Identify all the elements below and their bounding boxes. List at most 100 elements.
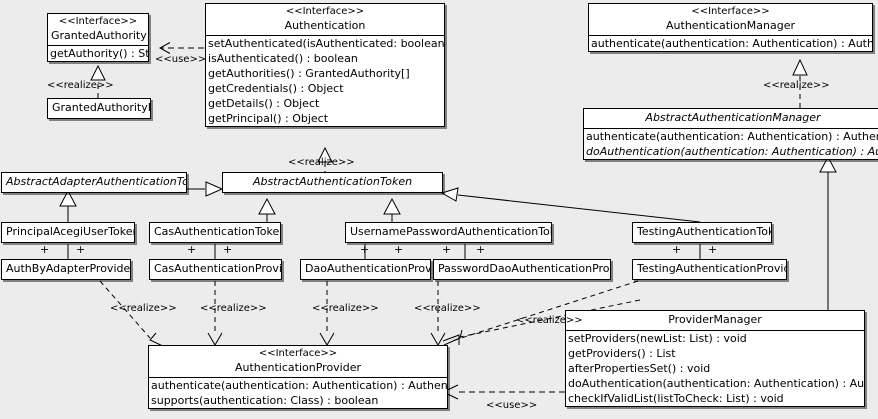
- class-name-label: DaoAuthenticationProvider: [305, 262, 431, 275]
- class-name-label: Authentication: [284, 18, 366, 32]
- operation-item: getCredentials() : Object: [208, 82, 344, 96]
- edge-generalization-providermanager-abstractmanager: [819, 155, 837, 310]
- association-marker-plus: +: [476, 243, 486, 256]
- edge-label-realize-passworddao: <<realize>>: [414, 303, 481, 314]
- compartment-separator: [206, 35, 444, 37]
- compartment-separator: [584, 127, 878, 129]
- class-principal-acegi-user-token[interactable]: PrincipalAcegiUserToken: [1, 222, 135, 243]
- class-name-label: AuthByAdapterProvider: [6, 262, 131, 275]
- class-header: CasAuthenticationToken: [150, 223, 280, 242]
- class-granted-authority-impl[interactable]: GrantedAuthorityImpl: [47, 98, 151, 119]
- class-header: TestingAuthenticationProvider: [633, 260, 786, 279]
- association-marker-plus: +: [187, 243, 197, 256]
- class-header: PasswordDaoAuthenticationProvider: [434, 260, 610, 279]
- association-marker-plus: +: [76, 243, 86, 256]
- class-abstract-adapter-authentication-token[interactable]: AbstractAdapterAuthenticationToken: [1, 172, 187, 193]
- class-name-label: AbstractAuthenticationManager: [645, 111, 821, 124]
- class-header: <<Interface>> GrantedAuthority: [48, 14, 148, 45]
- operation-item: authenticate(authentication: Authenticat…: [591, 37, 872, 51]
- association-marker-plus: +: [442, 243, 452, 256]
- class-name-label: AbstractAdapterAuthenticationToken: [6, 175, 186, 188]
- edge-generalization-usernametoken-abstracttoken: [383, 197, 401, 222]
- association-marker-plus: +: [394, 243, 404, 256]
- class-authentication-manager[interactable]: <<Interface>> AuthenticationManager auth…: [588, 3, 873, 53]
- class-name-label: GrantedAuthority: [51, 28, 147, 42]
- association-marker-plus: +: [40, 243, 50, 256]
- association-marker-plus: +: [360, 243, 370, 256]
- class-name-label: PrincipalAcegiUserToken: [6, 225, 135, 238]
- class-testing-authentication-token[interactable]: TestingAuthenticationToken: [632, 222, 772, 243]
- class-name-label: AbstractAuthenticationToken: [252, 175, 413, 188]
- class-header: CasAuthenticationProvider: [150, 260, 281, 279]
- operation-item: getDetails() : Object: [208, 97, 320, 111]
- operation-item: getAuthorities() : GrantedAuthority[]: [208, 67, 410, 81]
- edge-label-realize-dao: <<realize>>: [312, 303, 379, 314]
- class-header: AbstractAuthenticationToken: [223, 173, 442, 192]
- class-name-label: AuthenticationProvider: [234, 360, 362, 374]
- class-header: DaoAuthenticationProvider: [301, 260, 430, 279]
- class-name-label: ProviderManager: [668, 313, 762, 326]
- edge-use-providermanager-authprovider: [442, 384, 565, 400]
- edge-label-realize-grantedauthorityimpl: <<realize>>: [47, 80, 114, 91]
- compartment-separator: [566, 329, 864, 331]
- class-cas-authentication-provider[interactable]: CasAuthenticationProvider: [149, 259, 282, 280]
- operations-compartment: getAuthority() : String: [48, 46, 148, 61]
- edge-label-use-providermanager-authprovider: <<use>>: [486, 400, 538, 411]
- class-header: AuthByAdapterProvider: [2, 260, 130, 279]
- edge-generalization-testingtoken-abstracttoken: [440, 187, 701, 223]
- class-header: PrincipalAcegiUserToken: [2, 223, 134, 242]
- compartment-separator: [48, 45, 148, 47]
- class-name-label: CasAuthenticationProvider: [154, 262, 282, 275]
- edge-label-use-authentication-grantedauthority: <<use>>: [155, 54, 207, 65]
- class-header: GrantedAuthorityImpl: [48, 99, 150, 118]
- class-username-password-authentication-token[interactable]: UsernamePasswordAuthenticationToken: [345, 222, 552, 243]
- edge-label-realize-authbyadapter: <<realize>>: [110, 303, 177, 314]
- operations-compartment: authenticate(authentication: Authenticat…: [584, 129, 878, 159]
- class-name-label: GrantedAuthorityImpl: [52, 101, 151, 114]
- class-header: <<Interface>> AuthenticationManager: [589, 4, 872, 35]
- association-marker-plus: +: [223, 243, 233, 256]
- operation-item: getPrincipal() : Object: [208, 112, 329, 126]
- class-cas-authentication-token[interactable]: CasAuthenticationToken: [149, 222, 281, 243]
- class-dao-authentication-provider[interactable]: DaoAuthenticationProvider: [300, 259, 431, 280]
- compartment-separator: [149, 377, 447, 379]
- class-provider-manager[interactable]: ProviderManager setProviders(newList: Li…: [565, 310, 865, 407]
- class-name-label: AuthenticationManager: [666, 18, 795, 32]
- operation-item: doAuthentication(authentication: Authent…: [568, 376, 865, 390]
- class-authentication[interactable]: <<Interface>> Authentication setAuthenti…: [205, 3, 445, 128]
- class-abstract-authentication-token[interactable]: AbstractAuthenticationToken: [222, 172, 443, 193]
- class-granted-authority[interactable]: <<Interface>> GrantedAuthority getAuthor…: [47, 13, 149, 63]
- edge-label-realize-abstractauthmanager: <<realize>>: [763, 80, 830, 91]
- class-auth-by-adapter-provider[interactable]: AuthByAdapterProvider: [1, 259, 131, 280]
- class-name-label: UsernamePasswordAuthenticationToken: [350, 225, 552, 238]
- operations-compartment: authenticate(authentication: Authenticat…: [589, 36, 872, 51]
- operation-item: getProviders() : List: [568, 346, 676, 360]
- compartment-separator: [589, 35, 872, 37]
- class-header: <<Interface>> Authentication: [206, 4, 444, 35]
- class-header: ProviderManager: [566, 311, 864, 330]
- edge-label-realize-abstracttoken-authentication: <<realize>>: [288, 157, 355, 168]
- class-header: AbstractAuthenticationManager: [584, 109, 878, 128]
- association-marker-plus: +: [708, 243, 718, 256]
- edge-generalization-principaltoken-adaptertoken: [59, 189, 77, 222]
- operation-item: afterPropertiesSet() : void: [568, 361, 711, 375]
- class-header: TestingAuthenticationToken: [633, 223, 771, 242]
- operation-item: supports(authentication: Class) : boolea…: [151, 394, 379, 408]
- edge-generalization-castoken-abstracttoken: [258, 197, 276, 222]
- class-header: UsernamePasswordAuthenticationToken: [346, 223, 551, 242]
- class-password-dao-authentication-provider[interactable]: PasswordDaoAuthenticationProvider: [433, 259, 611, 280]
- edge-label-realize-cas: <<realize>>: [200, 303, 267, 314]
- stereotype-label: <<Interface>>: [691, 6, 770, 17]
- stereotype-label: <<Interface>>: [258, 348, 338, 359]
- class-abstract-authentication-manager[interactable]: AbstractAuthenticationManager authentica…: [583, 108, 878, 160]
- operation-item: isAuthenticated() : boolean: [208, 52, 358, 66]
- edge-generalization-adaptertoken-abstracttoken: [187, 181, 224, 197]
- class-testing-authentication-provider[interactable]: TestingAuthenticationProvider: [632, 259, 787, 280]
- class-authentication-provider[interactable]: <<Interface>> AuthenticationProvider aut…: [148, 345, 448, 410]
- class-name-label: TestingAuthenticationProvider: [637, 262, 787, 275]
- stereotype-label: <<Interface>>: [285, 6, 365, 17]
- class-header: AbstractAdapterAuthenticationToken: [2, 173, 186, 192]
- operations-compartment: authenticate(authentication: Authenticat…: [149, 378, 447, 408]
- operation-item: setProviders(newList: List) : void: [568, 331, 747, 345]
